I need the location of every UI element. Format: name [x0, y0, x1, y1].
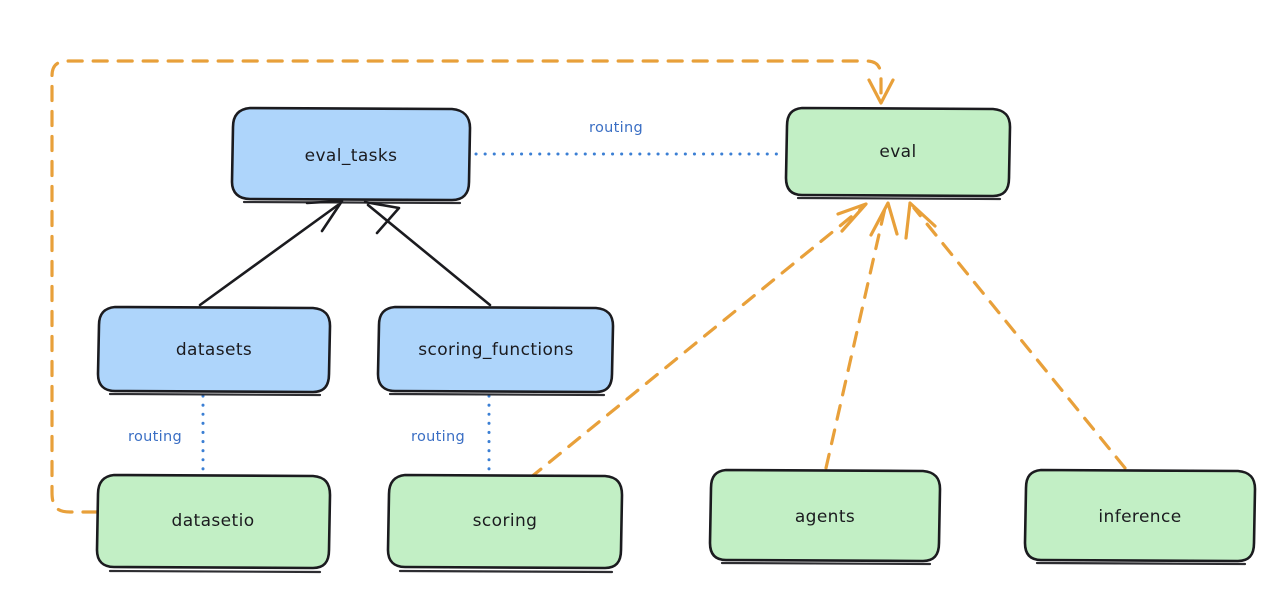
node-label-datasets: datasets — [176, 340, 252, 360]
node-eval-tasks[interactable]: eval_tasks — [230, 106, 472, 205]
node-label-eval-tasks: eval_tasks — [305, 146, 398, 166]
composition-edges-group — [198, 199, 492, 307]
edge-scoring-to-eval[interactable] — [528, 202, 868, 480]
node-scoring-functions[interactable]: scoring_functions — [376, 305, 615, 397]
dependency-edges-group — [50, 59, 1127, 514]
edge-label-routing-eval: routing — [589, 120, 643, 136]
node-agents[interactable]: agents — [708, 468, 942, 566]
edge-inference-to-eval[interactable] — [904, 201, 1127, 470]
edge-agents-to-eval[interactable] — [824, 201, 899, 470]
routing-edges-group — [201, 152, 786, 475]
node-label-scoring-functions: scoring_functions — [418, 340, 573, 360]
edge-datasets-to-eval-tasks[interactable] — [198, 199, 344, 307]
edge-datasetio-to-eval[interactable] — [50, 59, 895, 514]
edge-labels-group: routing routing routing — [128, 120, 643, 445]
edge-label-routing-scoring: routing — [411, 429, 465, 445]
edge-label-routing-datasetio: routing — [128, 429, 182, 445]
node-datasetio[interactable]: datasetio — [95, 473, 332, 574]
node-inference[interactable]: inference — [1023, 468, 1257, 566]
node-label-agents: agents — [795, 507, 855, 527]
node-scoring[interactable]: scoring — [386, 473, 624, 574]
edge-scoring-functions-to-eval-tasks[interactable] — [363, 200, 492, 307]
node-eval[interactable]: eval — [784, 106, 1012, 201]
node-datasets[interactable]: datasets — [96, 305, 332, 397]
node-label-inference: inference — [1098, 507, 1181, 527]
node-label-datasetio: datasetio — [172, 511, 255, 531]
node-label-scoring: scoring — [473, 511, 538, 531]
node-label-eval: eval — [879, 142, 916, 162]
